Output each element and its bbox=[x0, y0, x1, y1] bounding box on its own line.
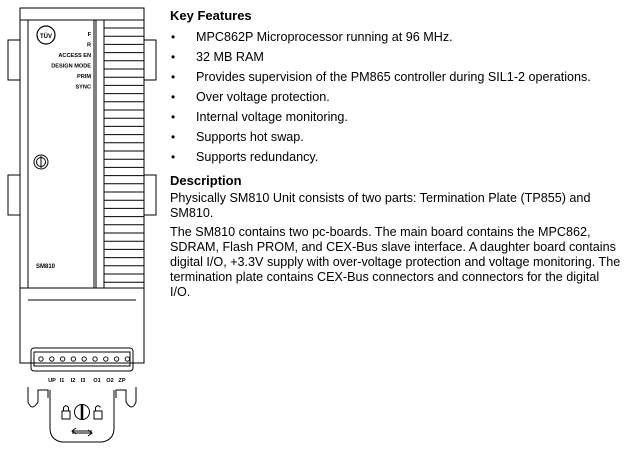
front-panel bbox=[27, 19, 95, 289]
terminal-pin-label: UP bbox=[48, 378, 56, 384]
terminal-hole bbox=[124, 356, 131, 362]
status-led-label: R bbox=[87, 43, 91, 49]
terminal-hole bbox=[59, 356, 66, 362]
terminal-hole bbox=[49, 356, 55, 362]
bottom-tongue bbox=[49, 390, 115, 443]
mount-foot-left bbox=[27, 387, 49, 408]
terminal-hole bbox=[38, 356, 44, 362]
terminal-hole bbox=[92, 356, 98, 362]
status-led-label: DESIGN MODE bbox=[51, 64, 91, 70]
front-lock-icon bbox=[33, 154, 49, 170]
feature-item: Provides supervision of the PM865 contro… bbox=[170, 67, 622, 87]
description-body: Physically SM810 Unit consists of two pa… bbox=[170, 191, 622, 300]
lock-open-icon bbox=[93, 405, 103, 420]
rotary-switch-icon[interactable] bbox=[74, 404, 90, 420]
feature-item: 32 MB RAM bbox=[170, 47, 622, 67]
ribbed-cover bbox=[95, 19, 145, 289]
lock-closed-icon bbox=[61, 405, 71, 420]
terminal-hole bbox=[103, 356, 109, 362]
terminal-pin-label: O1 bbox=[93, 378, 100, 384]
feature-item: Supports hot swap. bbox=[170, 127, 622, 147]
status-led-label: F bbox=[88, 32, 92, 38]
terminal-block bbox=[30, 347, 134, 372]
terminal-hole bbox=[113, 356, 120, 362]
terminal-pin-label: I1 bbox=[60, 378, 65, 384]
description-paragraph: The SM810 contains two pc-boards. The ma… bbox=[170, 225, 621, 299]
terminal-hole bbox=[70, 356, 77, 362]
terminal-pin-label: I3 bbox=[81, 378, 86, 384]
model-label: SM810 bbox=[36, 264, 56, 270]
terminal-hole bbox=[81, 356, 87, 362]
terminal-pin-label: I2 bbox=[71, 378, 76, 384]
key-features-list: MPC862P Microprocessor running at 96 MHz… bbox=[170, 27, 622, 167]
terminal-pin-label: ZP bbox=[118, 378, 125, 384]
feature-item: Over voltage protection. bbox=[170, 87, 622, 107]
description-paragraph: Physically SM810 Unit consists of two pa… bbox=[170, 191, 591, 220]
tuv-logo: TÜV bbox=[36, 25, 56, 45]
slide-arrow-icon bbox=[71, 427, 93, 437]
sm810-module-drawing: TÜV FR ACCESS EN DESIGN MODE PRIM SYNC SM810… bbox=[7, 7, 157, 443]
status-led-label: SYNC bbox=[75, 85, 91, 91]
terminal-pin-label: O2 bbox=[106, 378, 113, 384]
tuv-logo-text: TÜV bbox=[40, 33, 52, 40]
feature-item: Internal voltage monitoring. bbox=[170, 107, 622, 127]
status-led-label: ACCESS EN bbox=[58, 53, 91, 59]
feature-item: MPC862P Microprocessor running at 96 MHz… bbox=[170, 27, 622, 47]
description-heading: Description bbox=[170, 173, 242, 188]
feature-item: Supports redundancy. bbox=[170, 147, 622, 167]
status-led-label: PRIM bbox=[77, 74, 91, 80]
product-text: Key Features MPC862P Microprocessor runn… bbox=[170, 8, 622, 300]
key-features-heading: Key Features bbox=[170, 8, 252, 23]
cooling-ribs bbox=[104, 27, 144, 283]
mount-foot-right bbox=[115, 387, 137, 408]
